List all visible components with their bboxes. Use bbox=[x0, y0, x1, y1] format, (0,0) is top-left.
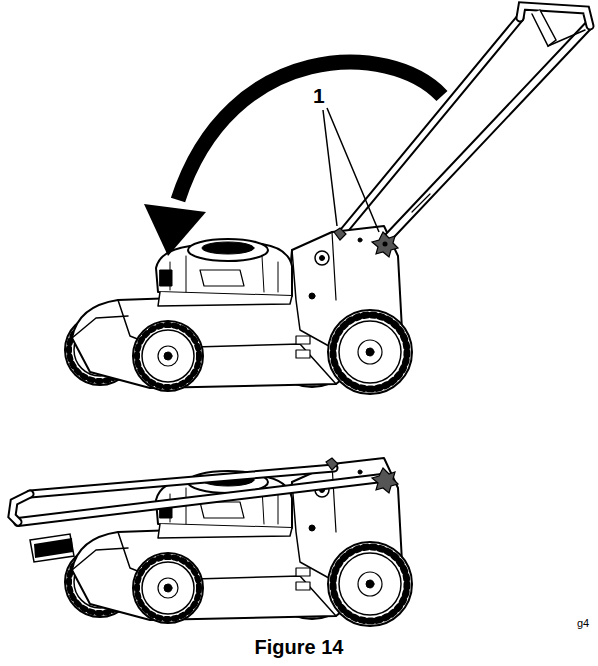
callout-number: 1 bbox=[313, 84, 325, 107]
figure-code: g4 bbox=[577, 617, 589, 629]
figure-caption: Figure 14 bbox=[255, 636, 344, 658]
